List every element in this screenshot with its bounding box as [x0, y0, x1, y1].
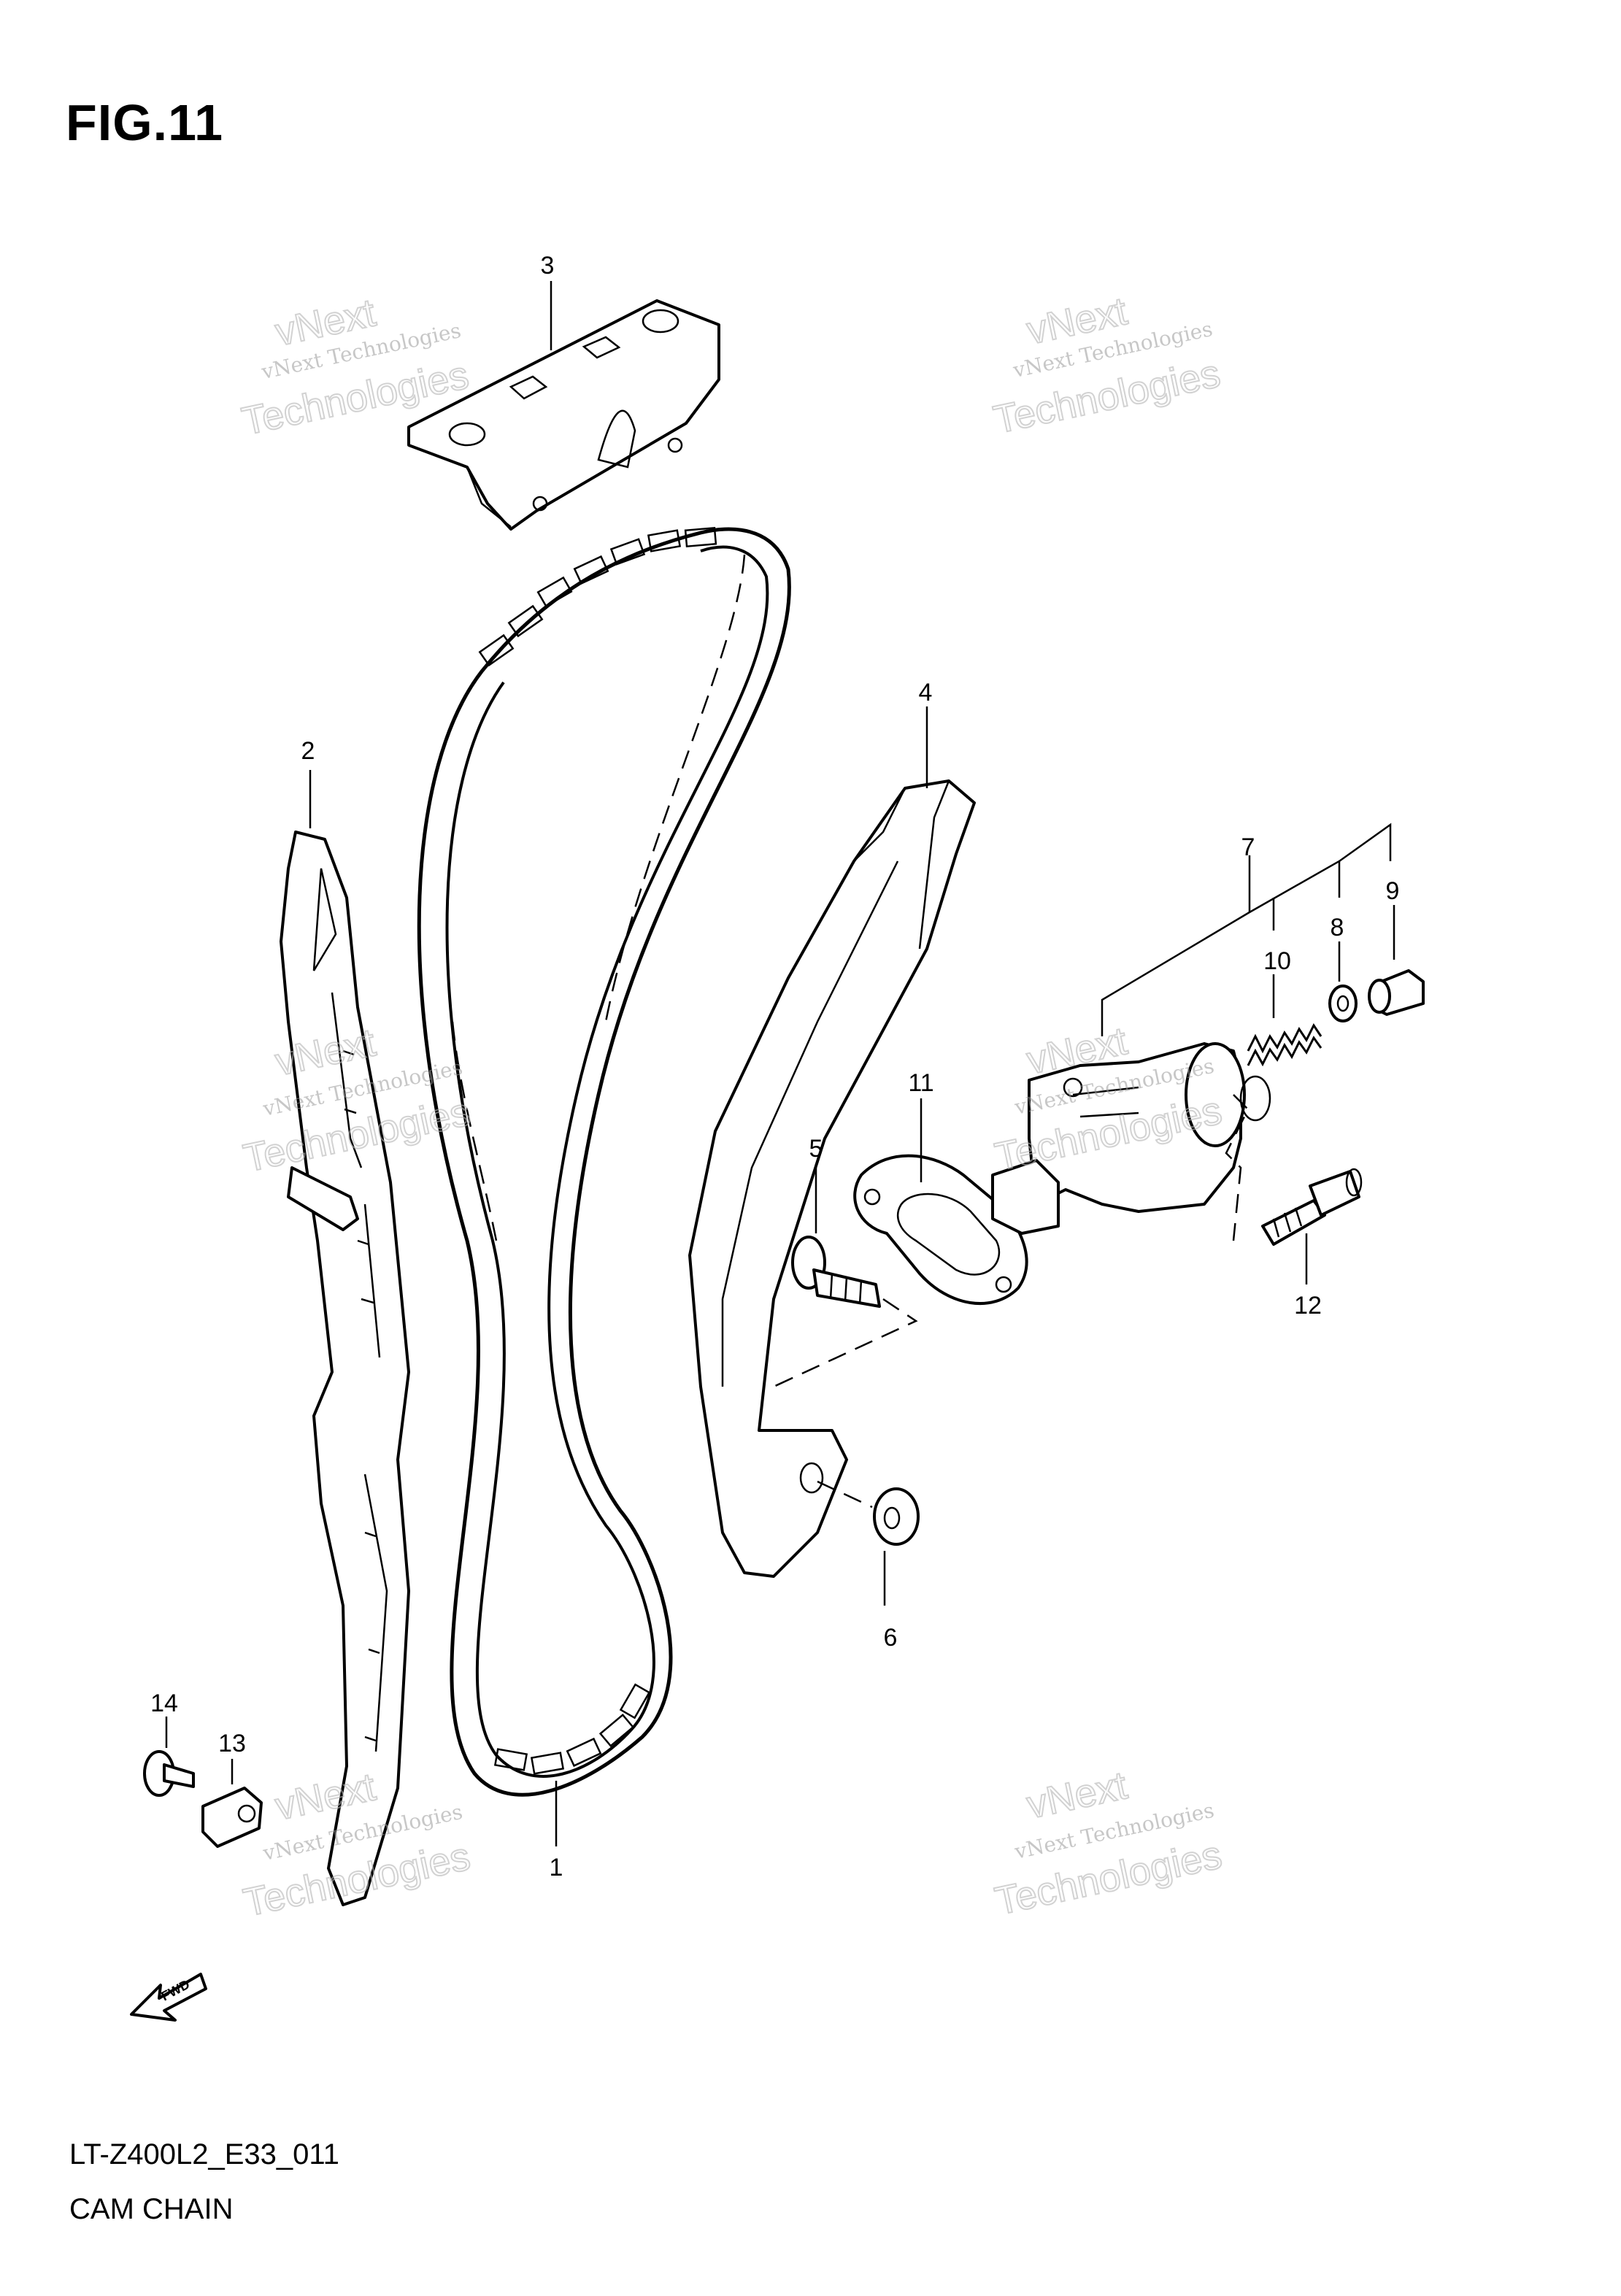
section-name: CAM CHAIN — [69, 2193, 234, 2225]
leader-7 — [1101, 855, 1251, 1036]
callout-14: 14 — [150, 1690, 178, 1717]
part-14-bolt[interactable] — [143, 1750, 195, 1797]
callout-4: 4 — [919, 679, 933, 706]
part-7-tensioner-assembly[interactable] — [991, 1042, 1271, 1235]
axis-line-5 — [773, 1298, 918, 1388]
part-13-plate[interactable] — [201, 1787, 263, 1848]
watermark-top-right: vNext vNext Technologies Technologies — [989, 288, 1225, 443]
callout-7: 7 — [1241, 833, 1255, 861]
part-9-bolt[interactable] — [1368, 969, 1425, 1016]
leader-7-branch — [1249, 823, 1392, 914]
part-8-washer[interactable] — [1328, 985, 1358, 1022]
callout-3: 3 — [541, 252, 555, 280]
model-code: LT-Z400L2_E33_011 — [69, 2138, 339, 2170]
part-4-tensioner-guide[interactable] — [688, 779, 976, 1578]
fwd-arrow-icon: FWD — [130, 1973, 207, 2022]
figure-title: FIG.11 — [66, 94, 224, 151]
axis-line-6 — [817, 1480, 873, 1509]
part-6-washer[interactable] — [873, 1487, 920, 1546]
callout-5: 5 — [809, 1135, 823, 1163]
svg-text:vNext: vNext — [1023, 1763, 1131, 1827]
part-12-bolt[interactable] — [1261, 1168, 1363, 1246]
callout-1: 1 — [550, 1854, 563, 1881]
callout-6: 6 — [884, 1624, 898, 1652]
part-5-bolt[interactable] — [791, 1236, 881, 1308]
callout-8: 8 — [1331, 914, 1344, 941]
callout-10: 10 — [1263, 947, 1291, 975]
part-2-chain-guide-front[interactable] — [280, 831, 410, 1906]
part-1-cam-chain[interactable] — [417, 526, 791, 1797]
callout-12: 12 — [1294, 1292, 1322, 1320]
part-10-spring[interactable] — [1247, 1023, 1322, 1067]
callout-13: 13 — [218, 1730, 246, 1757]
part-3-chain-guide-top[interactable] — [407, 299, 720, 531]
axis-line-12 — [1225, 1094, 1250, 1241]
watermark-bottom-right: vNext vNext Technologies Technologies — [990, 1763, 1226, 1924]
callout-11: 11 — [908, 1069, 933, 1097]
part-11-gasket[interactable] — [853, 1154, 1028, 1305]
callout-2: 2 — [301, 737, 315, 765]
watermark-bottom-left: vNext vNext Technologies Technologies — [239, 1764, 475, 1925]
watermark-middle-left: vNext vNext Technologies Technologies — [239, 1020, 475, 1181]
callout-9: 9 — [1386, 877, 1400, 905]
